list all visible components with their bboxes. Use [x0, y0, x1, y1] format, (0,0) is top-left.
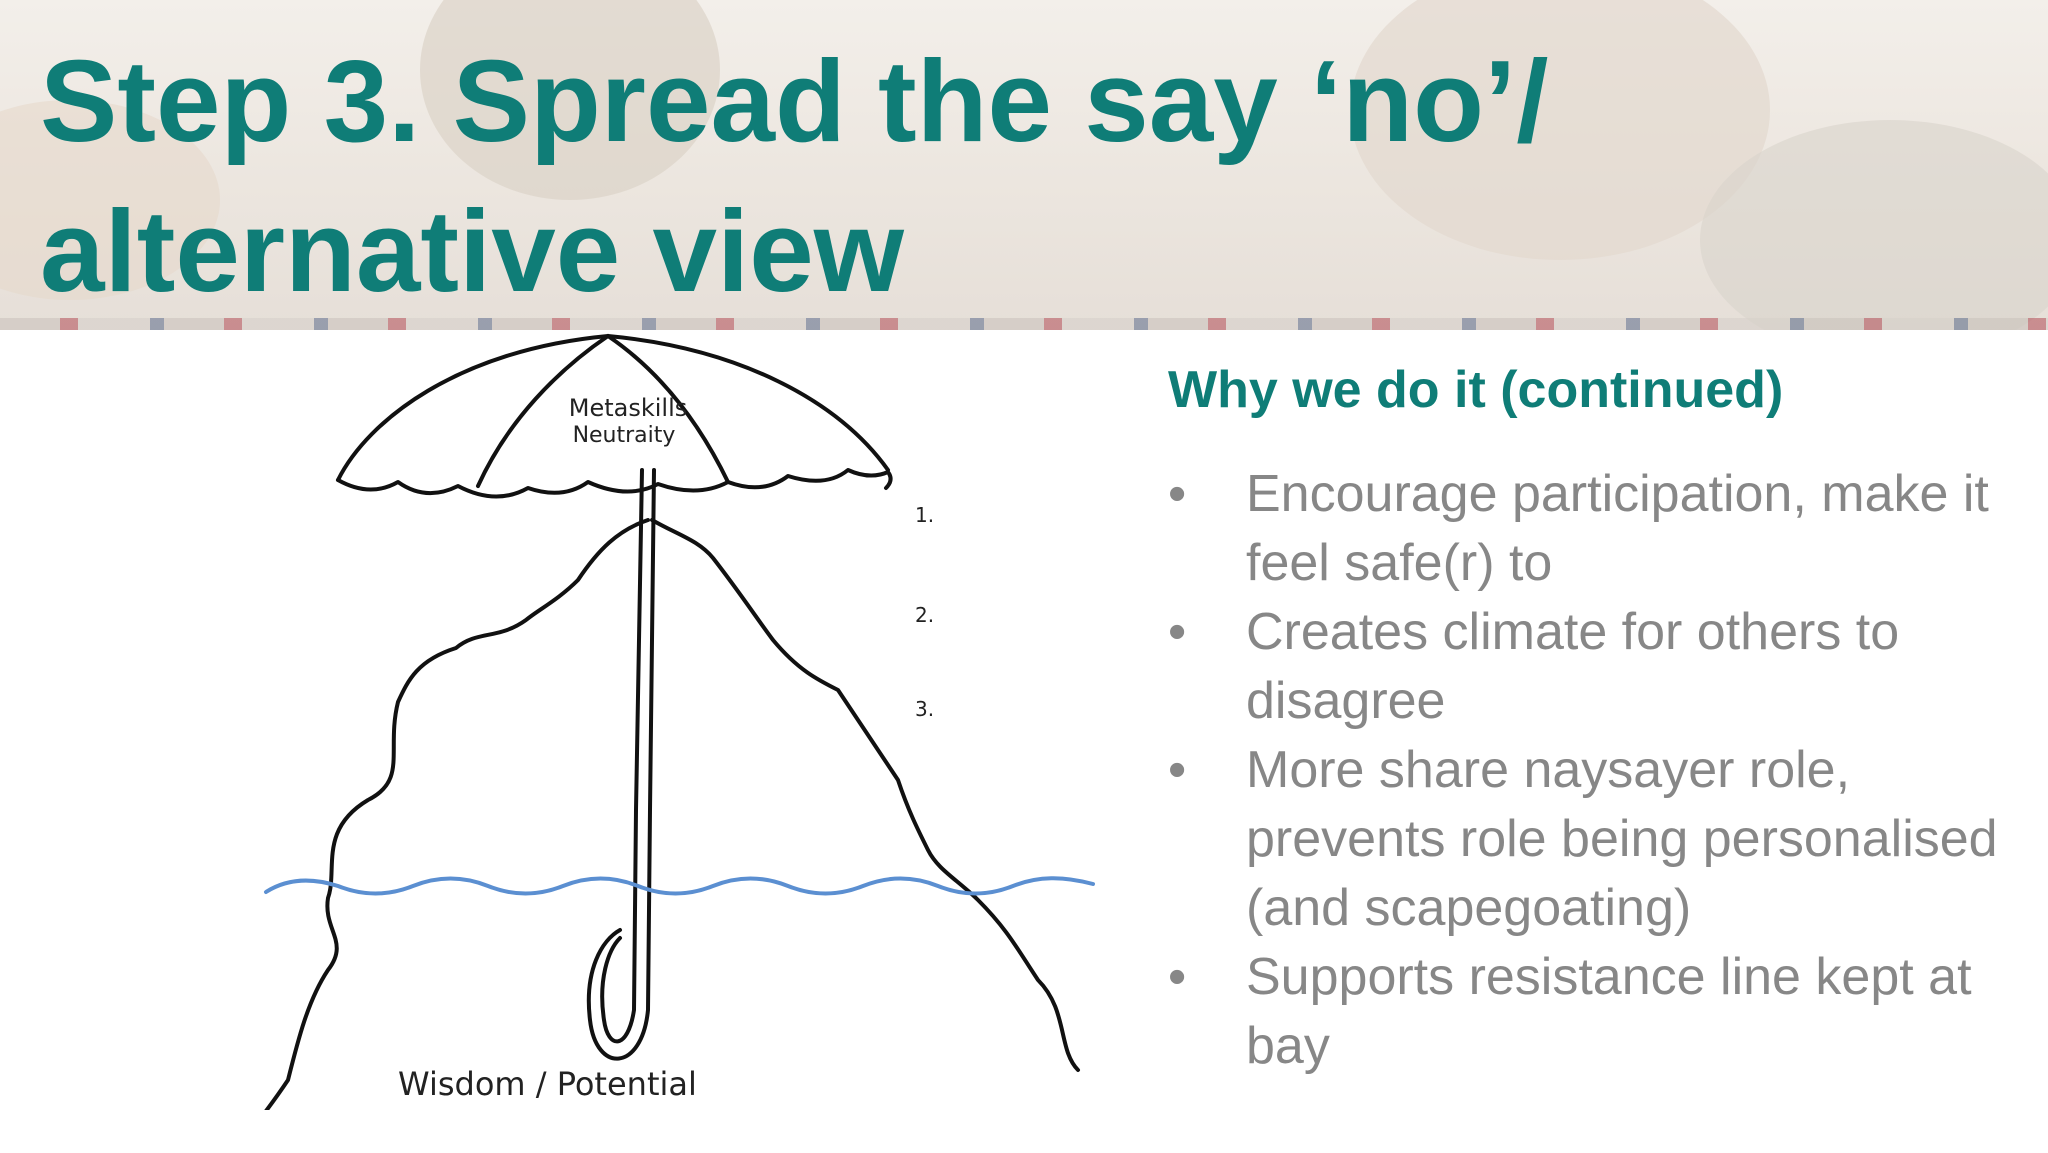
umbrella-iceberg-diagram: Metaskills Neutraity 1. 2. 3. Wisdom / P…	[264, 333, 1095, 1110]
water-line	[264, 876, 1095, 896]
bullet-icon: •	[1168, 948, 1187, 1006]
bullet-text: Creates climate for others to disagree	[1246, 603, 1900, 730]
list-item: • Encourage participation, make it feel …	[1168, 460, 2038, 598]
iceberg-outline	[264, 518, 650, 1110]
umbrella-label-line-2: Neutraity	[573, 423, 676, 448]
umbrella-canopy-edge	[336, 468, 893, 499]
background-photo	[420, 0, 720, 200]
bullet-list: • Encourage participation, make it feel …	[1168, 460, 2038, 1081]
marker-1: 1.	[915, 503, 934, 527]
subheading: Why we do it (continued)	[1168, 361, 1784, 419]
header-divider	[0, 318, 2048, 330]
bullet-icon: •	[1168, 465, 1187, 523]
umbrella-handle-icon	[600, 468, 644, 1044]
marker-3: 3.	[915, 697, 934, 721]
title-line-2: alternative view	[40, 186, 904, 316]
marker-2: 2.	[915, 603, 934, 627]
bullet-text: Supports resistance line kept at bay	[1246, 948, 1972, 1075]
bullet-text: More share naysayer role, prevents role …	[1246, 741, 1998, 937]
list-item: • Supports resistance line kept at bay	[1168, 943, 2038, 1081]
list-item: • More share naysayer role, prevents rol…	[1168, 736, 2038, 943]
header-banner	[0, 0, 2048, 330]
slide-title: Step 3. Spread the say ‘no’/ alternative…	[40, 26, 1548, 326]
list-item: • Creates climate for others to disagree	[1168, 598, 2038, 736]
bullet-icon: •	[1168, 741, 1187, 799]
bullet-text: Encourage participation, make it feel sa…	[1246, 465, 1989, 592]
title-line-1: Step 3. Spread the say ‘no’/	[40, 36, 1549, 166]
bottom-label: Wisdom / Potential	[398, 1065, 697, 1103]
umbrella-label-line-1: Metaskills	[569, 394, 688, 422]
bullet-icon: •	[1168, 603, 1187, 661]
